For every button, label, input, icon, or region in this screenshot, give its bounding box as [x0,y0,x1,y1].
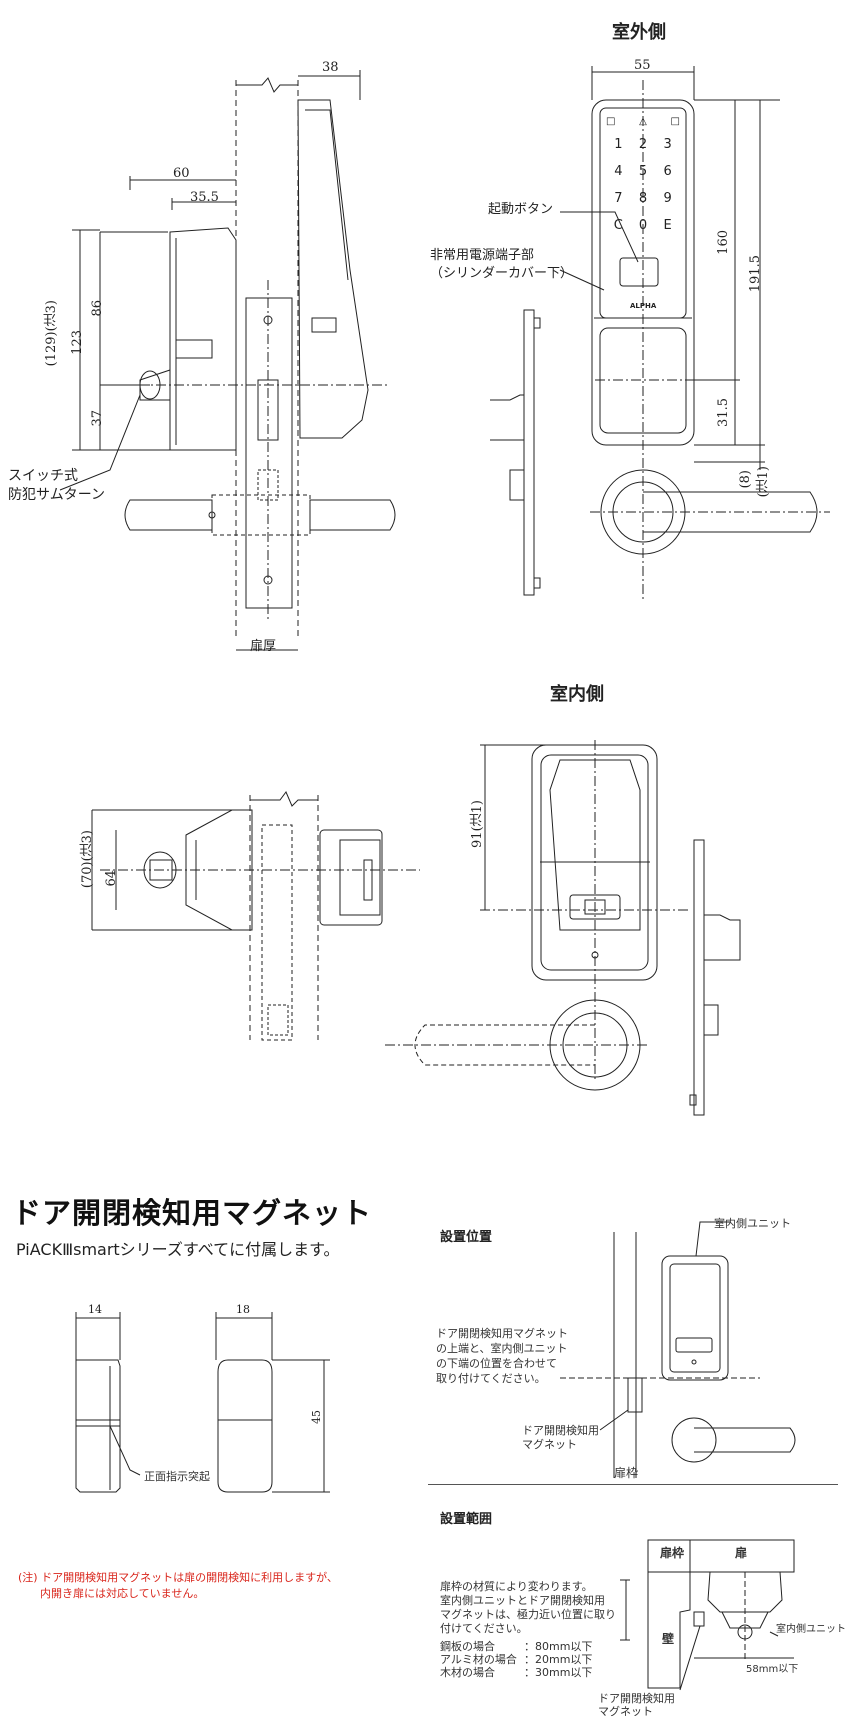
unlock-icon: □ [670,116,680,127]
dim-38: 38 [322,60,339,75]
dim-35-5: 35.5 [190,190,219,205]
material-name: アルミ材の場合 [440,1653,517,1666]
key-c: C [613,218,623,233]
switch-label: スイッチ式 [8,468,78,484]
indoor-title: 室内側 [550,684,604,705]
section-divider [428,1484,838,1485]
placement-instruction-1: ドア開閉検知用マグネット [436,1327,568,1340]
material-row: アルミ材の場合 ：20mm以下 [440,1653,592,1666]
range-instruction-3: マグネットは、極力近い位置に取り [440,1608,616,1621]
key-e: E [663,218,672,233]
key-8: 8 [638,191,648,206]
placement-instruction: ドア開閉検知用マグネット の上端と、室内側ユニット の下端の位置を合わせて 取り… [436,1326,568,1386]
key-9: 9 [663,191,672,206]
key-5: 5 [638,164,648,179]
material-name: 鋼板の場合 [440,1640,495,1653]
magnet-note-1: (注) ドア開閉検知用マグネットは扉の開閉検知に利用しますが、 [18,1571,338,1584]
magnet-title: ドア開閉検知用マグネット [12,1196,373,1230]
range-magnet-label: ドア開閉検知用 マグネット [598,1692,675,1718]
key-0: 0 [638,218,648,233]
material-value: ：30mm以下 [524,1666,593,1679]
material-value: ：20mm以下 [524,1653,593,1666]
keypad: □ △ □ 1 2 3 4 5 6 7 8 9 C 0 E [606,116,680,233]
placement-instruction-4: 取り付けてください。 [436,1372,546,1385]
placement-magnet-label-2: マグネット [522,1438,577,1451]
key-6: 6 [663,164,672,179]
keypad-grid: 1 2 3 4 5 6 7 8 9 C 0 E [606,137,680,233]
placement-instruction-3: の下端の位置を合わせて [436,1357,557,1370]
range-magnet-label-2: マグネット [598,1705,653,1718]
magnet-subtitle: PiACKⅢsmartシリーズすべてに付属します。 [16,1240,340,1259]
placement-magnet-label: ドア開閉検知用 マグネット [522,1424,599,1452]
dim-60: 60 [173,166,190,181]
range-magnet-label-1: ドア開閉検知用 [598,1692,675,1705]
key-2: 2 [638,137,648,152]
placement-title: 設置位置 [440,1230,493,1245]
dim-55: 55 [634,58,651,73]
range-instruction-1: 扉枠の材質により変わります。 [440,1580,593,1593]
range-door: 扉 [735,1546,748,1560]
keypad-top-icons: □ △ □ [606,116,680,127]
lock-icon: □ [606,116,616,127]
range-frame: 扉枠 [660,1546,685,1560]
key-4: 4 [614,164,623,179]
range-instruction-4: 付けてください。 [440,1622,528,1635]
key-3: 3 [663,137,672,152]
dim-18: 18 [236,1303,250,1316]
brand-label: ALPHA [630,302,657,310]
magnet-note-2: 内開き扉には対応していません。 [40,1587,205,1600]
range-wall: 壁 [662,1632,675,1646]
range-indoor-unit: 室内側ユニット [776,1624,846,1635]
key-1: 1 [614,137,623,152]
dim-14: 14 [88,1303,102,1316]
range-title: 設置範囲 [440,1512,493,1527]
placement-frame: 扉枠 [614,1466,639,1480]
range-materials: 鋼板の場合 ：80mm以下 アルミ材の場合 ：20mm以下 木材の場合 ：30mm以下 [440,1640,592,1679]
placement-instruction-2: の上端と、室内側ユニット [436,1342,568,1355]
start-button-label: 起動ボタン [488,202,554,217]
material-value: ：80mm以下 [524,1640,593,1653]
door-thickness-label: 扉厚 [250,639,277,654]
range-instruction-2: 室内側ユニットとドア開閉検知用 [440,1594,605,1607]
material-row: 木材の場合 ：30mm以下 [440,1666,592,1679]
range-d58: 58mm以下 [746,1664,799,1675]
switch-label-2: 防犯サムターン [8,487,106,503]
placement-indoor-unit: 室内側ユニット [714,1217,791,1230]
material-row: 鋼板の場合 ：80mm以下 [440,1640,592,1653]
front-mark-label: 正面指示突起 [144,1470,210,1483]
range-instruction: 扉枠の材質により変わります。 室内側ユニットとドア開閉検知用 マグネットは、極力… [440,1580,616,1636]
key-7: 7 [614,191,623,206]
material-name: 木材の場合 [440,1666,495,1679]
bell-icon: △ [639,116,647,127]
emergency-label-2: （シリンダーカバー下） [430,266,574,281]
outdoor-title: 室外側 [612,22,666,43]
placement-magnet-label-1: ドア開閉検知用 [522,1424,599,1437]
emergency-label: 非常用電源端子部 [430,248,535,263]
